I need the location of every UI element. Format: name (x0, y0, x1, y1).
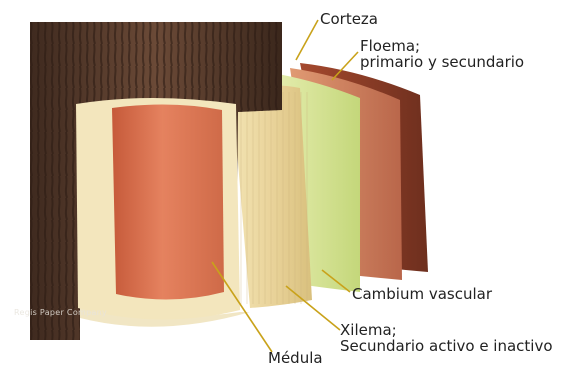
label-corteza: Corteza (320, 11, 378, 27)
leader-xilema (286, 286, 340, 330)
label-floema-line1: Floema; (360, 38, 420, 54)
leader-corteza (296, 20, 318, 60)
label-medula: Médula (268, 350, 323, 366)
heartwood-core (112, 104, 224, 299)
image-credit: Regis Paper Company (14, 308, 107, 317)
label-floema-line2: primario y secundario (360, 54, 524, 70)
label-xilema-line1: Xilema; (340, 322, 397, 338)
label-xilema-line2: Secundario activo e inactivo (340, 338, 553, 354)
label-cambium: Cambium vascular (352, 286, 492, 302)
